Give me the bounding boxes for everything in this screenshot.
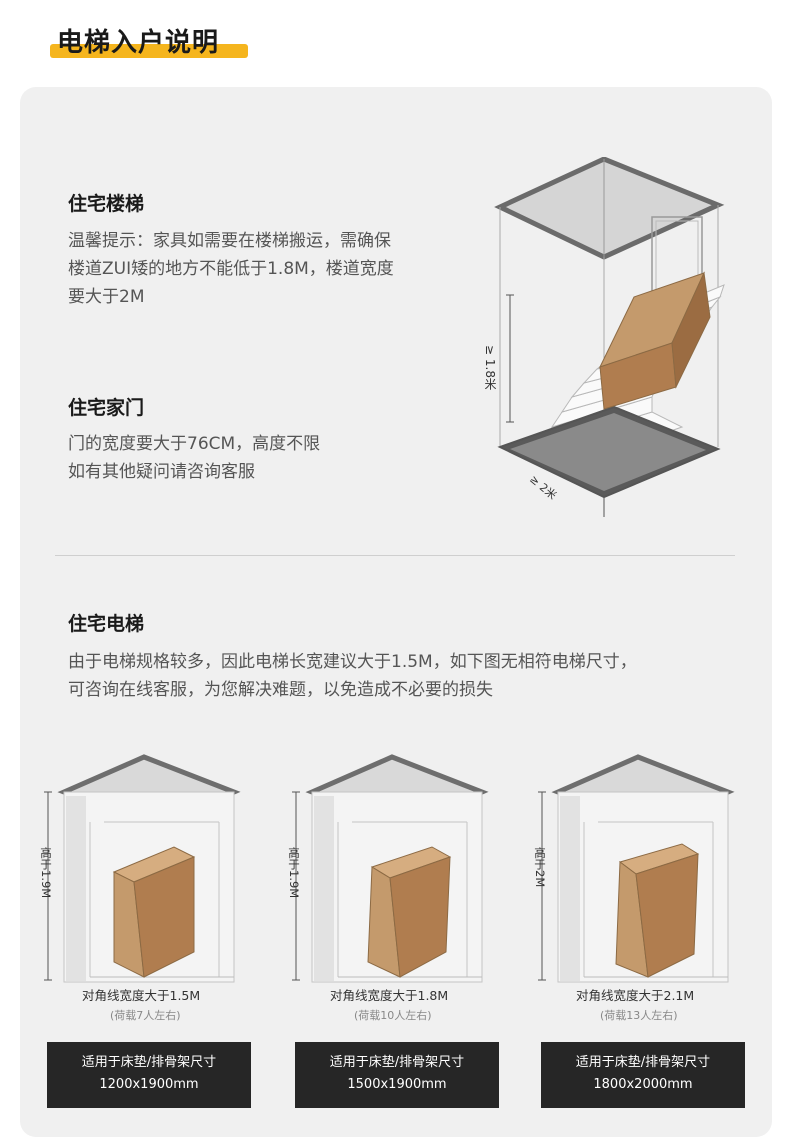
elevator-1-height: 高于1.9M [39,847,53,899]
elevator-2-load: (荷载10人左右) [354,1009,432,1022]
elevator-3-height: 高于2M [533,847,547,888]
stairs-title: 住宅楼梯 [68,193,145,215]
title-highlight [50,44,248,58]
elevator-diagram-3 [538,752,748,992]
stairs-text: 温馨提示：家具如需要在楼梯搬运，需确保 楼道ZUI矮的地方不能低于1.8M，楼道… [68,231,394,307]
elevator-3-diagonal: 对角线宽度大于2.1M [576,988,695,1003]
spec-box-2: 适用于床垫/排骨架尺寸 1500x1900mm [295,1042,499,1108]
section-divider [55,555,735,556]
stair-height-label: ≥ 1.8米 [483,345,497,390]
door-title: 住宅家门 [68,397,145,419]
page-title: 电梯入户说明 [50,20,248,60]
elevator-2-drawing [292,754,489,983]
elevator-2-diagonal: 对角线宽度大于1.8M [330,988,449,1003]
spec-box-1: 适用于床垫/排骨架尺寸 1200x1900mm [47,1042,251,1108]
elevator-1-drawing [44,754,241,983]
elevator-diagram-1 [44,752,254,992]
stair-diagram [494,157,725,517]
page-title-text: 电梯入户说明 [57,28,220,58]
elevator-1-diagonal: 对角线宽度大于1.5M [82,988,201,1003]
content-card: 住宅楼梯 温馨提示：家具如需要在楼梯搬运，需确保 楼道ZUI矮的地方不能低于1.… [20,87,772,1137]
spec-box-3: 适用于床垫/排骨架尺寸 1800x2000mm [541,1042,745,1108]
door-text: 门的宽度要大于76CM，高度不限 如有其他疑问请咨询客服 [68,434,321,482]
elevator-diagram-2 [292,752,502,992]
elevator-text: 由于电梯规格较多，因此电梯长宽建议大于1.5M，如下图无相符电梯尺寸， 可咨询在… [68,652,637,700]
elevator-3-load: (荷载13人左右) [600,1009,678,1022]
elevator-3-drawing [538,754,735,983]
elevator-1-load: (荷载7人左右) [110,1009,181,1022]
elevator-title: 住宅电梯 [68,613,145,635]
elevator-2-height: 高于1.9M [287,847,301,899]
